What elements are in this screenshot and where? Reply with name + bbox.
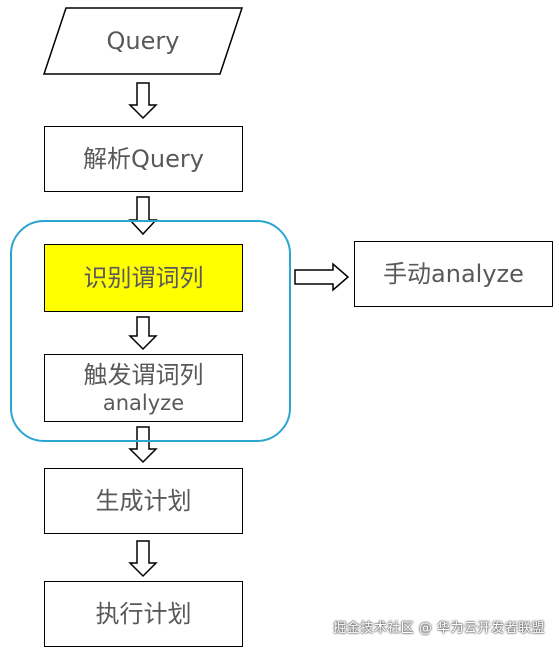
- execute-plan-node: 执行计划: [44, 581, 243, 647]
- execute-plan-label: 执行计划: [95, 600, 192, 628]
- arrow-down-3: [128, 316, 158, 351]
- query-parallelogram: [42, 7, 244, 75]
- manual-analyze-label: 手动analyze: [383, 260, 524, 288]
- query-label: Query: [106, 27, 180, 55]
- arrow-down-5: [128, 540, 158, 578]
- trigger-analyze-node: 触发谓词列 analyze: [44, 354, 243, 422]
- identify-columns-label: 识别谓词列: [83, 264, 204, 292]
- query-node: Query: [62, 8, 224, 74]
- arrow-down-1: [128, 82, 158, 120]
- manual-analyze-node: 手动analyze: [354, 241, 553, 307]
- predicate-group-container: [10, 220, 291, 442]
- generate-plan-label: 生成计划: [95, 487, 192, 515]
- arrow-right: [294, 262, 350, 292]
- trigger-line1-label: 触发谓词列: [83, 360, 204, 389]
- parse-query-node: 解析Query: [44, 126, 243, 192]
- generate-plan-node: 生成计划: [44, 468, 243, 534]
- arrow-down-4: [128, 426, 158, 464]
- identify-columns-node: 识别谓词列: [44, 244, 243, 312]
- watermark: 掘金技术社区 @ 华为云开发者联盟: [333, 621, 545, 636]
- trigger-line2-label: analyze: [102, 390, 185, 415]
- parse-query-label: 解析Query: [83, 145, 204, 173]
